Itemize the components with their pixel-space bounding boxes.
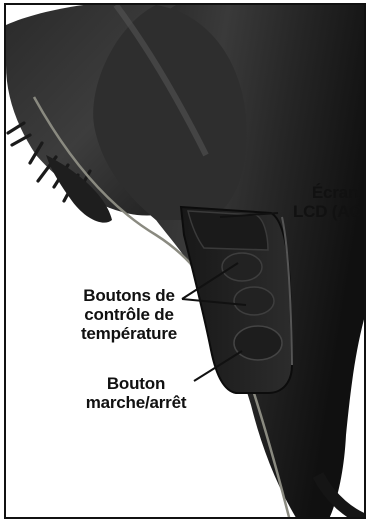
label-temp-line2: contrôle de	[56, 305, 202, 324]
label-lcd-line2: LCD (ACL)	[275, 202, 366, 221]
label-temp-line1: Boutons de	[56, 286, 202, 305]
label-temp-line3: température	[56, 324, 202, 343]
label-lcd-line1: Écran	[275, 183, 366, 202]
power-button	[234, 326, 282, 360]
label-power-line1: Bouton	[76, 374, 196, 393]
label-power-button: Bouton marche/arrêt	[76, 374, 196, 412]
brush-illustration	[6, 5, 366, 519]
label-lcd-screen: Écran LCD (ACL)	[275, 183, 366, 221]
temperature-up-button	[222, 253, 262, 281]
temperature-down-button	[234, 287, 274, 315]
label-temperature-buttons: Boutons de contrôle de température	[56, 286, 202, 343]
label-power-line2: marche/arrêt	[76, 393, 196, 412]
diagram-frame: Écran LCD (ACL) Boutons de contrôle de t…	[4, 3, 366, 519]
